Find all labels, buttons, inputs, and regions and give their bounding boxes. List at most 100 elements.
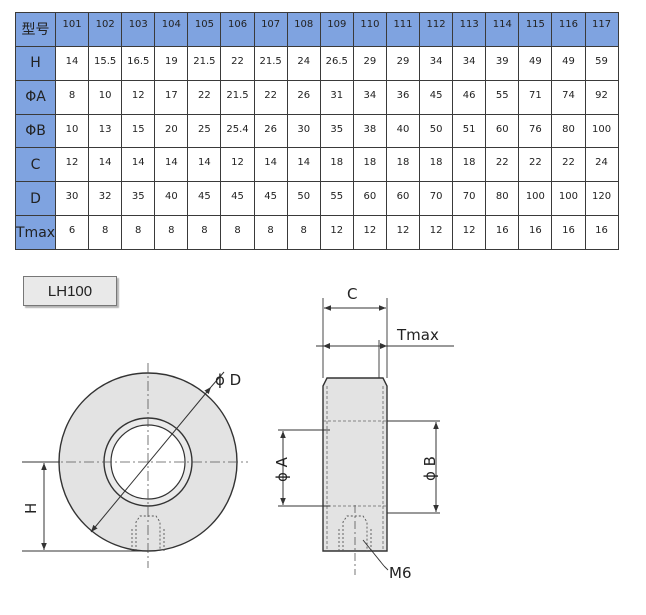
model-label: LH100 — [23, 276, 117, 306]
phiA-label: ϕ A — [273, 456, 291, 482]
value-cell: 26.5 — [319, 45, 354, 81]
value-cell: 100 — [551, 181, 586, 217]
value-cell: 14 — [54, 45, 90, 81]
value-cell: 24 — [286, 45, 321, 81]
row-label: ΦB — [15, 113, 56, 149]
value-cell: 22 — [187, 79, 222, 115]
value-cell: 8 — [220, 215, 255, 250]
phiD-dimension-line — [90, 386, 212, 533]
header-label-cell: 型号 — [15, 12, 56, 47]
value-cell: 29 — [352, 45, 387, 81]
row-label: ΦA — [15, 79, 56, 115]
model-cell-117: 117 — [584, 12, 619, 47]
value-cell: 8 — [154, 215, 189, 250]
value-cell: 30 — [286, 113, 321, 149]
value-cell: 17 — [154, 79, 189, 115]
value-cell: 45 — [220, 181, 255, 217]
value-cell: 21.5 — [187, 45, 222, 81]
value-cell: 16 — [551, 215, 586, 250]
value-cell: 12 — [385, 215, 421, 250]
value-cell: 80 — [485, 181, 520, 217]
value-cell: 21.5 — [220, 79, 255, 115]
model-cell-105: 105 — [187, 12, 222, 47]
model-cell-101: 101 — [54, 12, 90, 47]
phiD-label: ϕ D — [215, 371, 241, 389]
value-cell: 74 — [551, 79, 586, 115]
value-cell: 29 — [385, 45, 421, 81]
Tmax-arrow-left — [323, 343, 330, 349]
value-cell: 34 — [419, 45, 454, 81]
value-cell: 20 — [154, 113, 189, 149]
M6-label: M6 — [389, 564, 412, 582]
model-cell-113: 113 — [452, 12, 487, 47]
value-cell: 18 — [319, 147, 354, 183]
value-cell: 60 — [385, 181, 421, 217]
model-cell-111: 111 — [385, 12, 421, 47]
value-cell: 21.5 — [253, 45, 288, 81]
value-cell: 40 — [385, 113, 421, 149]
value-cell: 15 — [121, 113, 156, 149]
model-cell-108: 108 — [286, 12, 321, 47]
value-cell: 12 — [121, 79, 156, 115]
value-cell: 16 — [485, 215, 520, 250]
value-cell: 18 — [352, 147, 387, 183]
value-cell: 49 — [551, 45, 586, 81]
value-cell: 25 — [187, 113, 222, 149]
value-cell: 50 — [419, 113, 454, 149]
value-cell: 45 — [253, 181, 288, 217]
value-cell: 22 — [518, 147, 553, 183]
model-cell-103: 103 — [121, 12, 156, 47]
value-cell: 12 — [220, 147, 255, 183]
value-cell: 36 — [385, 79, 421, 115]
phiD-leader — [210, 371, 225, 388]
value-cell: 24 — [584, 147, 619, 183]
Tmax-label: Tmax — [396, 326, 439, 344]
H-label: H — [22, 503, 40, 514]
model-cell-106: 106 — [220, 12, 255, 47]
value-cell: 10 — [88, 79, 123, 115]
model-cell-102: 102 — [88, 12, 123, 47]
value-cell: 80 — [551, 113, 586, 149]
value-cell: 55 — [319, 181, 354, 217]
value-cell: 14 — [121, 147, 156, 183]
value-cell: 16 — [584, 215, 619, 250]
value-cell: 55 — [485, 79, 520, 115]
value-cell: 15.5 — [88, 45, 123, 81]
front-view: ϕ D H — [22, 363, 248, 568]
M6-leader — [362, 539, 385, 567]
value-cell: 12 — [54, 147, 90, 183]
value-cell: 26 — [286, 79, 321, 115]
model-cell-104: 104 — [154, 12, 189, 47]
value-cell: 60 — [485, 113, 520, 149]
value-cell: 50 — [286, 181, 321, 217]
value-cell: 16 — [518, 215, 553, 250]
value-cell: 51 — [452, 113, 487, 149]
value-cell: 6 — [54, 215, 90, 250]
value-cell: 120 — [584, 181, 619, 217]
value-cell: 31 — [319, 79, 354, 115]
value-cell: 22 — [551, 147, 586, 183]
value-cell: 8 — [88, 215, 123, 250]
value-cell: 14 — [253, 147, 288, 183]
model-cell-107: 107 — [253, 12, 288, 47]
value-cell: 12 — [352, 215, 387, 250]
value-cell: 13 — [88, 113, 123, 149]
side-view: C Tmax ϕ A ϕ B M6 — [273, 285, 454, 582]
value-cell: 60 — [352, 181, 387, 217]
value-cell: 92 — [584, 79, 619, 115]
value-cell: 8 — [253, 215, 288, 250]
value-cell: 35 — [121, 181, 156, 217]
Tmax-arrow-right — [380, 343, 387, 349]
model-cell-112: 112 — [419, 12, 454, 47]
value-cell: 19 — [154, 45, 189, 81]
value-cell: 8 — [187, 215, 222, 250]
value-cell: 14 — [154, 147, 189, 183]
value-cell: 46 — [452, 79, 487, 115]
value-cell: 22 — [220, 45, 255, 81]
C-label: C — [347, 285, 357, 303]
value-cell: 32 — [88, 181, 123, 217]
